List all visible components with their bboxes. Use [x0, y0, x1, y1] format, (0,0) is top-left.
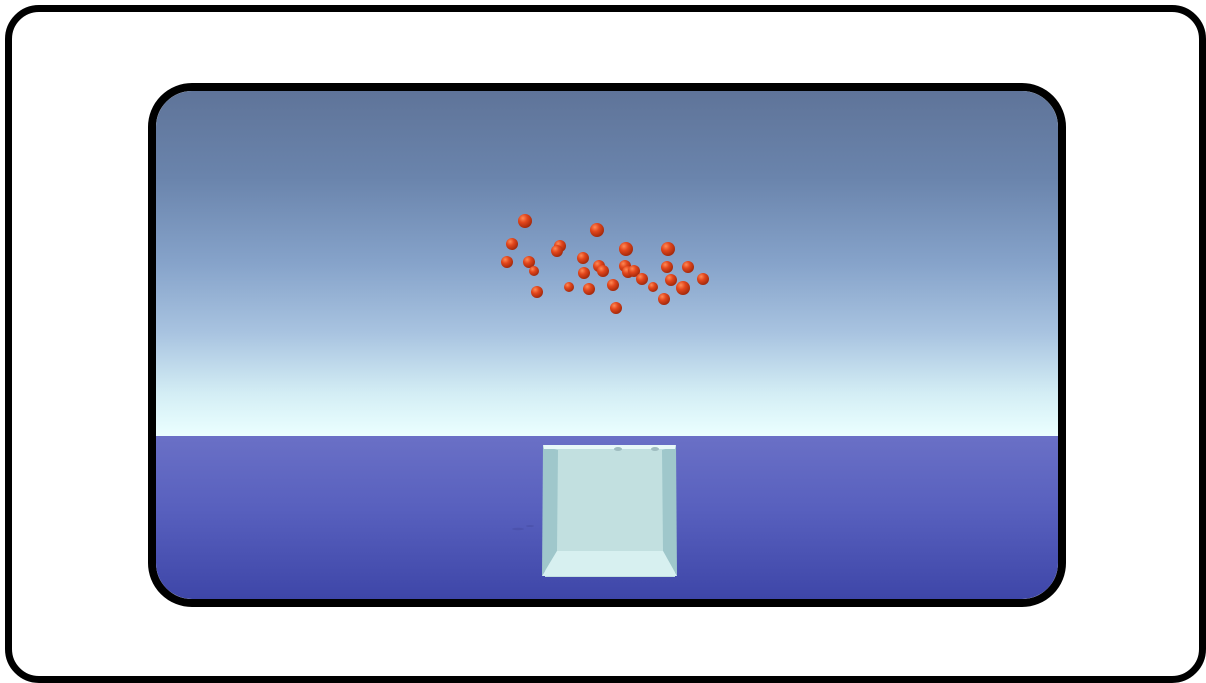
ball[interactable] [578, 267, 590, 279]
sky [156, 91, 1058, 436]
ball[interactable] [661, 261, 673, 273]
ball[interactable] [518, 214, 532, 228]
balls-group [501, 214, 709, 314]
bucket-rim [543, 445, 676, 449]
ball[interactable] [636, 273, 648, 285]
ball[interactable] [501, 256, 513, 268]
ball[interactable] [648, 282, 658, 292]
ball[interactable] [583, 283, 595, 295]
ball[interactable] [697, 273, 709, 285]
ball[interactable] [610, 302, 622, 314]
ball[interactable] [607, 279, 619, 291]
scene-layer [501, 214, 709, 577]
ball[interactable] [597, 265, 609, 277]
ball[interactable] [551, 245, 563, 257]
bucket-ball-shadow [614, 447, 622, 451]
ground-shadows [512, 525, 534, 531]
ball[interactable] [577, 252, 589, 264]
ball[interactable] [628, 265, 640, 277]
ball[interactable] [619, 242, 633, 256]
bucket-ball-shadow [651, 447, 659, 451]
bucket-floor [542, 551, 677, 576]
ball[interactable] [529, 266, 539, 276]
ball[interactable] [531, 286, 543, 298]
ball[interactable] [564, 282, 574, 292]
bucket-left-wall [542, 446, 558, 576]
game-viewport[interactable] [148, 83, 1066, 607]
ball[interactable] [676, 281, 690, 295]
bucket-back-wall [545, 445, 675, 577]
ball[interactable] [658, 293, 670, 305]
ball[interactable] [590, 223, 604, 237]
ball[interactable] [523, 256, 535, 268]
ball[interactable] [665, 274, 677, 286]
ball[interactable] [682, 261, 694, 273]
container-bucket[interactable] [542, 445, 677, 577]
ball[interactable] [661, 242, 675, 256]
bucket-right-wall [662, 446, 677, 576]
ball[interactable] [506, 238, 518, 250]
